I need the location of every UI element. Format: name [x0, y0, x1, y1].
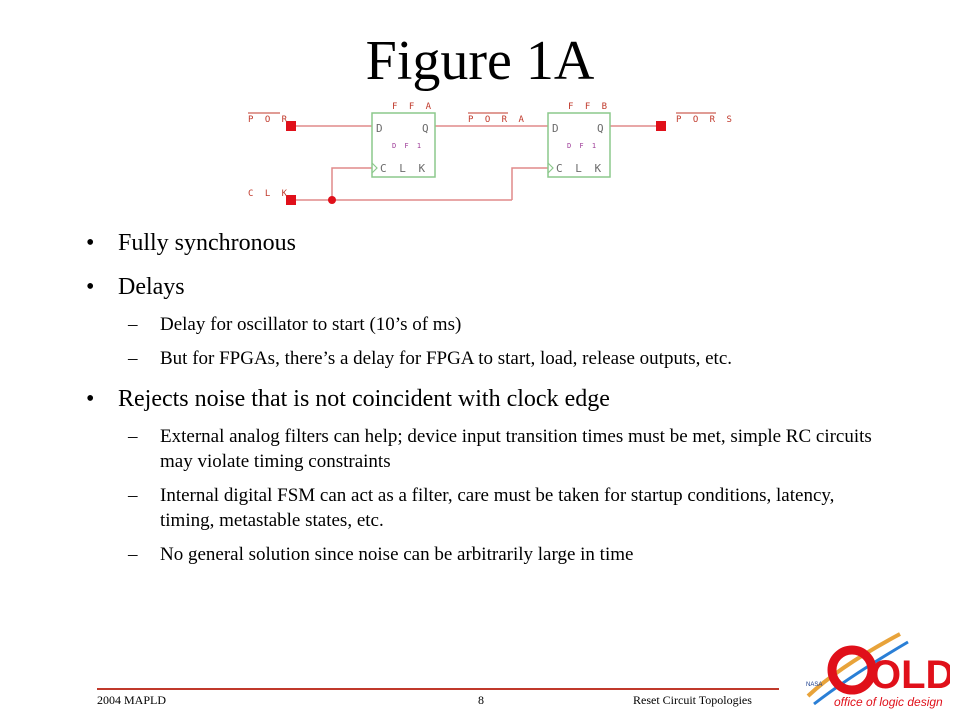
sub-bullet-text: External analog filters can help; device… [160, 426, 872, 472]
logo-o-ring-icon [827, 645, 877, 695]
ff-b-box [547, 112, 611, 178]
ff-b-pin-q: Q [597, 122, 607, 135]
bullet-item: Fully synchronous [80, 228, 880, 258]
port-por [286, 121, 296, 131]
reset-schematic: P O R C L K F F A F F B P O R A P O R S … [248, 102, 735, 205]
ff-a-pin-q: Q [422, 122, 432, 135]
ff-b-type: D F 1 [567, 142, 598, 150]
bullet-list: Fully synchronous Delays – Delay for osc… [80, 228, 880, 567]
footer-right: Reset Circuit Topologies [633, 693, 752, 707]
sub-bullet-text: No general solution since noise can be a… [160, 544, 634, 565]
dash-marker: – [128, 544, 138, 565]
ff-a-pin-clk: C L K [380, 162, 428, 175]
bullet-item: Delays [80, 272, 880, 302]
dash-marker: – [128, 485, 138, 506]
clk-junction [328, 196, 336, 204]
ff-a-box [371, 112, 436, 178]
wire-clk-ffa [331, 167, 372, 200]
wire-clk-ffb [511, 167, 548, 200]
sub-bullet-item: – Delay for oscillator to start (10’s of… [80, 312, 880, 337]
logo-tagline: office of logic design [834, 695, 943, 709]
footer-rule [97, 688, 779, 690]
logo-side-text: NASA [806, 682, 822, 688]
sub-bullet-item: – Internal digital FSM can act as a filt… [80, 483, 880, 533]
dash-marker: – [128, 426, 138, 447]
label-pora: P O R A [468, 115, 527, 125]
sub-bullet-text: Internal digital FSM can act as a filter… [160, 485, 835, 531]
bullet-item: Rejects noise that is not coincident wit… [80, 384, 880, 414]
sub-bullet-item: – External analog filters can help; devi… [80, 424, 880, 474]
label-ffa: F F A [392, 102, 434, 112]
dash-marker: – [128, 314, 138, 335]
ff-a-clk-triangle [371, 162, 378, 174]
logo-swoosh-icon [806, 632, 901, 698]
ff-a-type: D F 1 [392, 142, 423, 150]
footer-left: 2004 MAPLD [97, 693, 167, 707]
label-ffb: F F B [568, 102, 610, 112]
old-logo: OLD office of logic design NASA [806, 632, 950, 709]
slide-title: Figure 1A [365, 30, 595, 92]
label-pors: P O R S [676, 115, 735, 125]
label-por: P O R [248, 115, 290, 125]
ff-b-pin-clk: C L K [556, 162, 604, 175]
dash-marker: – [128, 348, 138, 369]
ff-b-pin-d: D [552, 122, 562, 135]
port-clk [286, 195, 296, 205]
port-pors [656, 121, 666, 131]
ff-b-clk-triangle [547, 162, 554, 174]
sub-bullet-text: Delay for oscillator to start (10’s of m… [160, 314, 462, 335]
logo-wordmark: OLD [870, 653, 950, 697]
sub-bullet-item: – But for FPGAs, there’s a delay for FPG… [80, 346, 880, 371]
sub-bullet-text: But for FPGAs, there’s a delay for FPGA … [160, 348, 733, 369]
label-clk: C L K [248, 189, 290, 199]
footer-page-number: 8 [478, 693, 484, 707]
ff-a-pin-d: D [376, 122, 386, 135]
sub-bullet-item: – No general solution since noise can be… [80, 542, 880, 567]
